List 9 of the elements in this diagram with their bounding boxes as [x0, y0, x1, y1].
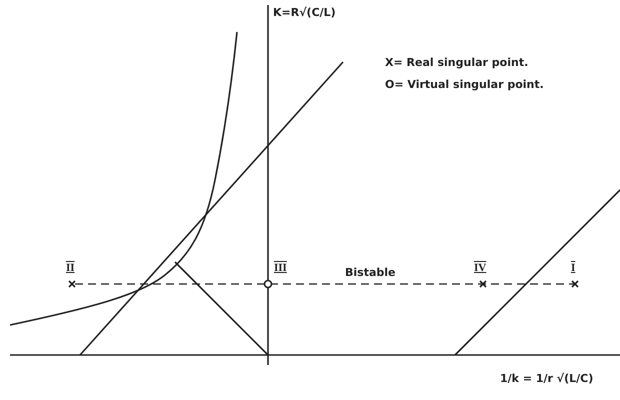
axis-label: K=R√(C/L) [273, 6, 336, 19]
legend-note: O= Virtual singular point. [385, 78, 544, 91]
legend-note: X= Real singular point. [385, 56, 528, 69]
region-numeral: IV [474, 262, 486, 274]
region-label: Bistable [345, 266, 396, 279]
region-numeral: I [571, 262, 576, 274]
region-numeral: II [66, 262, 75, 274]
axis-label: 1/k = 1/r √(L/C) [500, 372, 594, 385]
region-numeral: III [274, 262, 287, 274]
